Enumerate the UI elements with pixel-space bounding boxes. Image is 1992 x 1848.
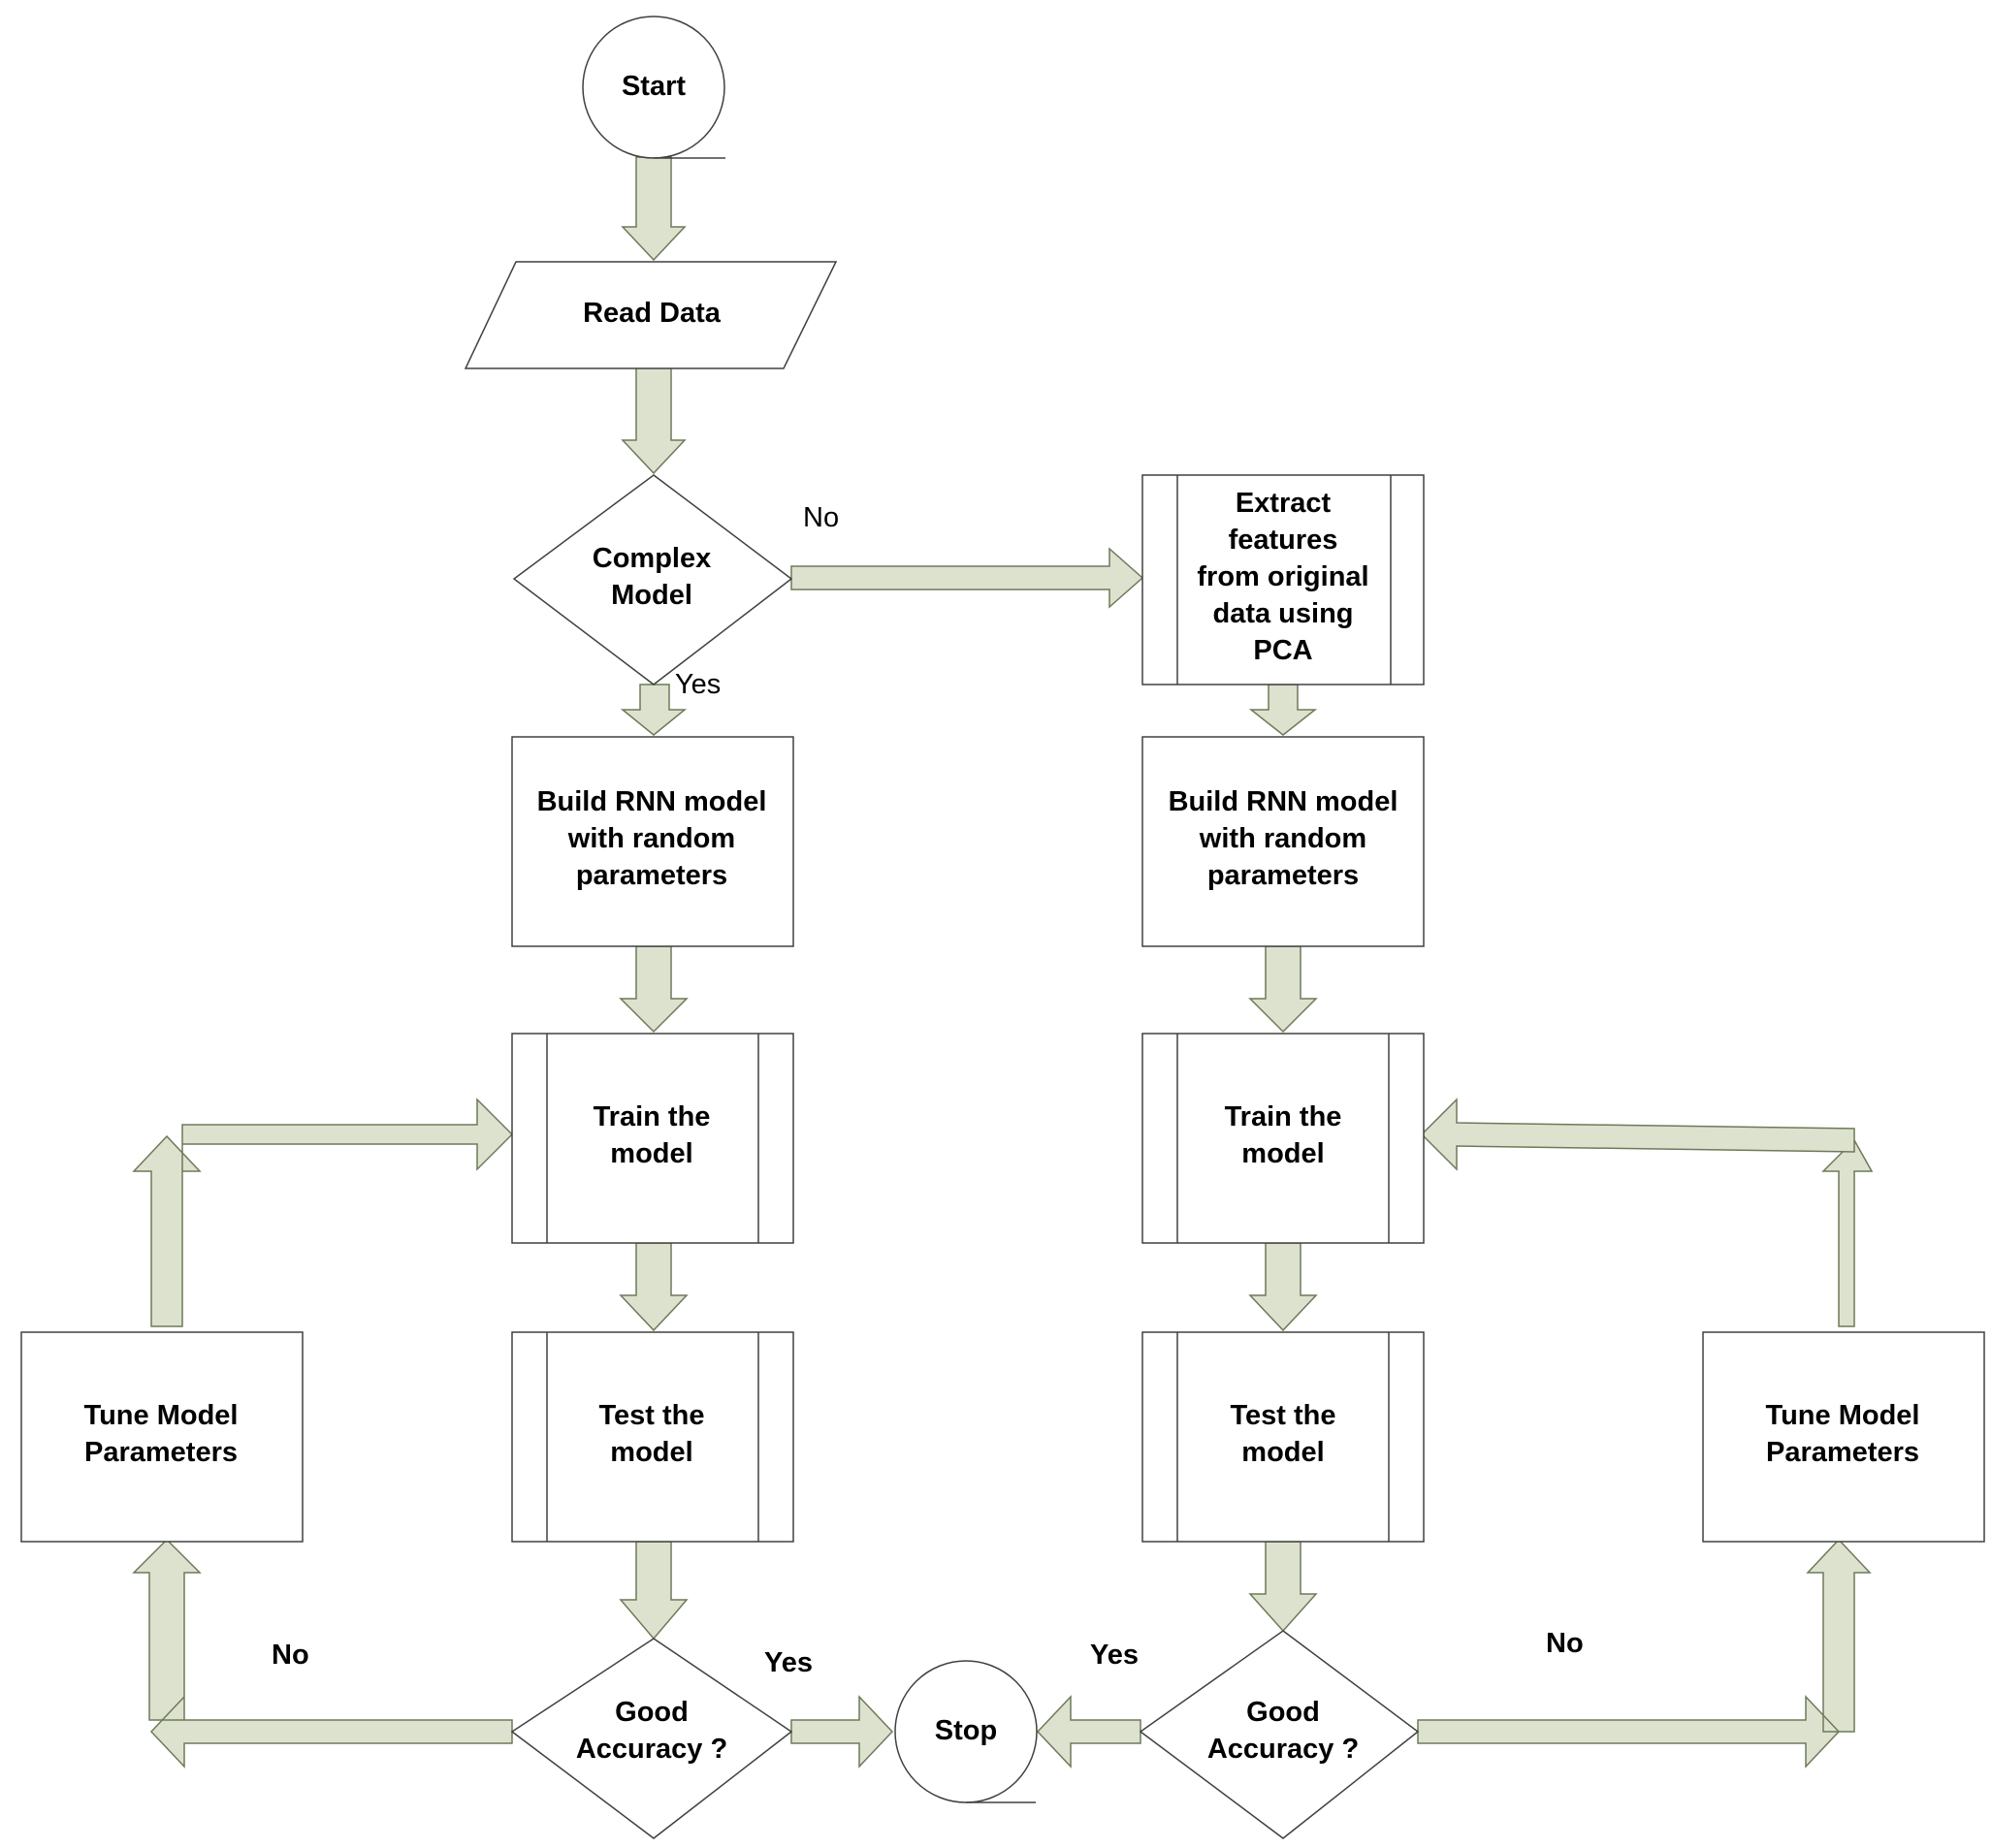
extract-features-label-line: features: [1229, 525, 1338, 556]
test-left-label-line: Test the: [598, 1400, 704, 1431]
complex-yes-label: Yes: [675, 669, 721, 700]
complex-model-label-line: Model: [611, 580, 692, 611]
tune-right-label-line: Tune Model: [1766, 1400, 1920, 1431]
left-yes-label: Yes: [764, 1647, 813, 1678]
stop-label-line: Stop: [935, 1715, 997, 1746]
accuracy-right-decision[interactable]: [1139, 1630, 1420, 1839]
arrow-train-left-to-test-left: [619, 1242, 689, 1332]
arrow-test-left-to-accuracy-left: [619, 1541, 689, 1641]
tune-left-box[interactable]: [20, 1331, 304, 1543]
tune-right-box[interactable]: [1702, 1331, 1985, 1543]
train-right-label-line: Train the: [1225, 1101, 1342, 1132]
arrow-tune-left-to-train-left: [132, 1098, 514, 1327]
test-right-label: Test the model: [1230, 1400, 1335, 1468]
arrow-tune-right-to-train-right: [1821, 1138, 1874, 1327]
build-rnn-right-label: Build RNN model with random parameters: [1169, 786, 1398, 891]
arrow-build-right-to-train-right: [1248, 945, 1318, 1034]
build-rnn-left-label-line: with random: [567, 823, 735, 854]
arrow-complex-model-to-extract-features: [790, 547, 1144, 609]
read-data-label: Read Data: [583, 298, 722, 329]
train-right-label: Train the model: [1225, 1101, 1342, 1169]
train-left-label-line: Train the: [594, 1101, 711, 1132]
train-right-process[interactable]: [1141, 1033, 1425, 1244]
build-rnn-left-label-line: Build RNN model: [537, 786, 767, 817]
extract-features-label-line: Extract: [1236, 488, 1332, 519]
read-data-io[interactable]: [464, 261, 838, 369]
test-right-label-line: Test the: [1230, 1400, 1335, 1431]
arrow-complex-model-to-build-left: [620, 684, 688, 736]
arrow-accuracy-left-to-stop: [790, 1695, 894, 1768]
extract-features-label-line: PCA: [1253, 635, 1312, 666]
test-left-process[interactable]: [511, 1331, 794, 1543]
build-rnn-left-box[interactable]: [511, 736, 794, 947]
extract-features-label-line: data using: [1212, 598, 1353, 629]
accuracy-right-label-line: Good: [1246, 1697, 1320, 1728]
build-rnn-right-label-line: with random: [1199, 823, 1366, 854]
build-rnn-left-label-line: parameters: [576, 860, 727, 891]
arrow-start-to-read-data: [621, 156, 687, 262]
extract-features-process[interactable]: [1141, 474, 1425, 685]
arrow-extract-to-build-right: [1248, 684, 1318, 736]
test-right-label-line: model: [1241, 1437, 1324, 1468]
build-rnn-right-label-line: Build RNN model: [1169, 786, 1398, 817]
stop-label: Stop: [935, 1715, 997, 1746]
arrow-train-right-to-test-right: [1248, 1242, 1318, 1332]
complex-model-decision[interactable]: [512, 474, 793, 685]
arrow-accuracy-right-to-tune-right: [1417, 1538, 1872, 1768]
complex-no-label: No: [803, 502, 839, 533]
train-left-process[interactable]: [511, 1033, 794, 1244]
arrow-accuracy-right-to-stop: [1036, 1695, 1141, 1768]
build-rnn-right-box[interactable]: [1141, 736, 1425, 947]
accuracy-left-decision[interactable]: [510, 1638, 793, 1839]
extract-features-label-line: from original: [1197, 561, 1368, 592]
arrow-read-data-to-complex-model: [621, 366, 687, 475]
arrow-test-right-to-accuracy-right: [1248, 1541, 1318, 1633]
train-left-label-line: model: [610, 1138, 692, 1169]
test-left-label-line: model: [610, 1437, 692, 1468]
build-rnn-left-label: Build RNN model with random parameters: [537, 786, 767, 891]
build-rnn-right-label-line: parameters: [1207, 860, 1359, 891]
accuracy-left-label-line: Accuracy ?: [576, 1734, 727, 1765]
test-left-label: Test the model: [598, 1400, 704, 1468]
complex-model-label-line: Complex: [593, 543, 711, 574]
tune-left-label-line: Parameters: [84, 1437, 238, 1468]
start-label-line: Start: [622, 71, 686, 102]
accuracy-left-label-line: Good: [615, 1697, 689, 1728]
train-left-label: Train the model: [594, 1101, 711, 1169]
right-yes-label: Yes: [1090, 1640, 1139, 1671]
start-label: Start: [622, 71, 686, 102]
arrow-tune-right-to-train-right-head: [1420, 1098, 1855, 1171]
train-right-label-line: model: [1241, 1138, 1324, 1169]
tune-right-label-line: Parameters: [1766, 1437, 1919, 1468]
test-right-process[interactable]: [1141, 1331, 1425, 1543]
arrow-build-left-to-train-left: [619, 945, 689, 1034]
right-no-label: No: [1546, 1628, 1584, 1659]
arrow-accuracy-left-to-tune-left: [132, 1538, 513, 1768]
left-no-label: No: [272, 1640, 309, 1671]
accuracy-right-label-line: Accuracy ?: [1207, 1734, 1359, 1765]
read-data-label-line: Read Data: [583, 298, 722, 329]
tune-left-label-line: Tune Model: [84, 1400, 239, 1431]
